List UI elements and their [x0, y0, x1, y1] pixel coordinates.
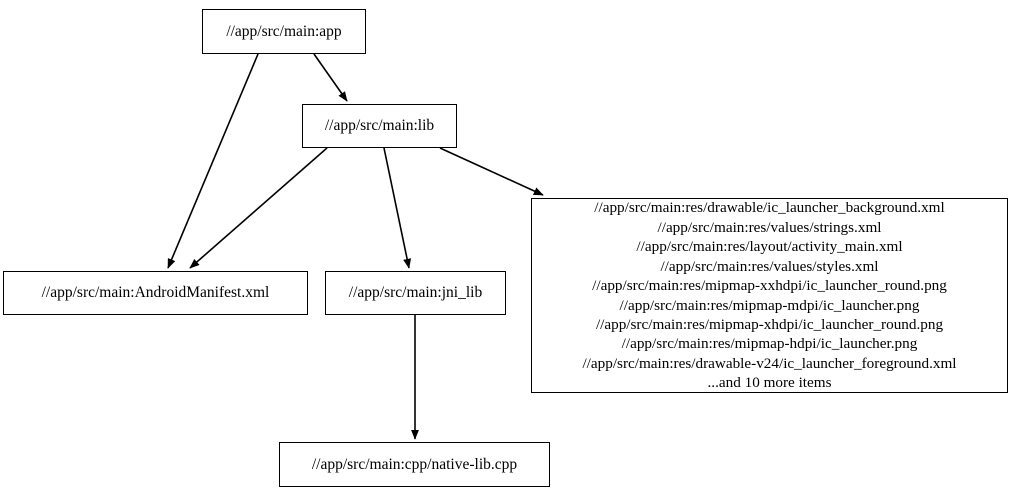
- graph-node-jni-lib[interactable]: //app/src/main:jni_lib: [325, 271, 506, 315]
- graph-node-jni-lib-label: //app/src/main:jni_lib: [348, 284, 483, 302]
- graph-node-native-lib-cpp-label: //app/src/main:cpp/native-lib.cpp: [311, 455, 518, 473]
- graph-node-android-manifest-label: //app/src/main:AndroidManifest.xml: [41, 284, 270, 302]
- edge-lib-to-manifest: [189, 147, 328, 269]
- graph-node-res-group-label: //app/src/main:res/drawable/ic_launcher_…: [582, 199, 957, 392]
- graph-node-app-label: //app/src/main:app: [226, 22, 342, 40]
- graph-node-res-group[interactable]: //app/src/main:res/drawable/ic_launcher_…: [531, 198, 1008, 393]
- graph-node-android-manifest[interactable]: //app/src/main:AndroidManifest.xml: [3, 271, 308, 315]
- graph-node-lib-label: //app/src/main:lib: [324, 117, 435, 135]
- edge-lib-to-jni-lib: [383, 147, 412, 269]
- graph-node-lib[interactable]: //app/src/main:lib: [302, 104, 457, 148]
- edge-lib-to-res-group: [439, 147, 544, 196]
- graph-node-native-lib-cpp[interactable]: //app/src/main:cpp/native-lib.cpp: [279, 442, 550, 487]
- graph-node-app[interactable]: //app/src/main:app: [202, 9, 366, 54]
- edge-app-to-manifest: [167, 53, 259, 269]
- edge-app-to-lib: [313, 53, 348, 102]
